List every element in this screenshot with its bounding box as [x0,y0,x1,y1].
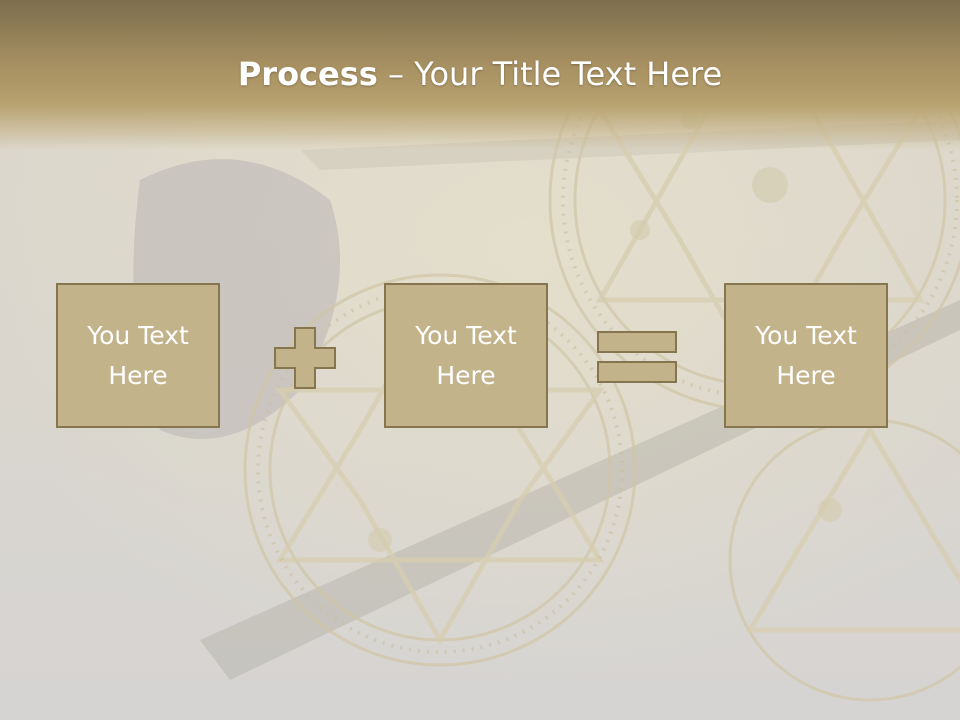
box-line-2: Here [776,360,836,390]
box-line-2: Here [108,360,168,390]
equals-icon [597,331,677,383]
plus-icon [274,327,336,389]
box-line-2: Here [436,360,496,390]
box-line-1: You Text [87,320,189,350]
title-separator: – [377,55,415,93]
title-band [0,0,960,150]
box-line-1: You Text [415,320,517,350]
title-rest: Your Title Text Here [414,55,723,93]
title-bold: Process [237,55,378,93]
box-line-1: You Text [755,320,857,350]
slide-title[interactable]: Process – Your Title Text Here [0,52,960,96]
